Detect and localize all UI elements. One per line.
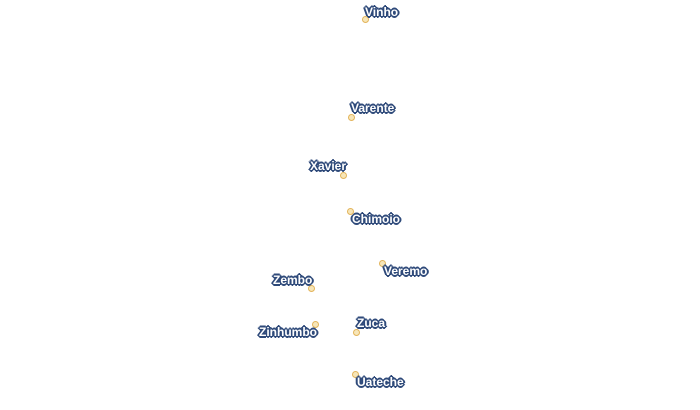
- place-label-uateche: Uateche: [357, 375, 404, 389]
- place-label-zembo: Zembo: [273, 273, 313, 287]
- place-label-chimoio: Chimoio: [352, 212, 400, 226]
- place-marker-zembo[interactable]: [308, 285, 315, 292]
- place-label-zinhumbo: Zinhumbo: [259, 325, 317, 339]
- place-marker-vinho[interactable]: [362, 16, 369, 23]
- place-marker-varente[interactable]: [348, 114, 355, 121]
- place-marker-uateche[interactable]: [352, 371, 359, 378]
- place-label-xavier: Xavier: [310, 159, 347, 173]
- place-marker-zinhumbo[interactable]: [312, 321, 319, 328]
- place-marker-zuca[interactable]: [353, 329, 360, 336]
- place-label-varente: Varente: [351, 101, 395, 115]
- place-marker-veremo[interactable]: [379, 260, 386, 267]
- place-label-zuca: Zuca: [357, 316, 386, 330]
- place-label-veremo: Veremo: [384, 264, 428, 278]
- place-label-vinho: Vinho: [365, 5, 399, 19]
- place-marker-chimoio[interactable]: [347, 208, 354, 215]
- place-marker-xavier[interactable]: [340, 172, 347, 179]
